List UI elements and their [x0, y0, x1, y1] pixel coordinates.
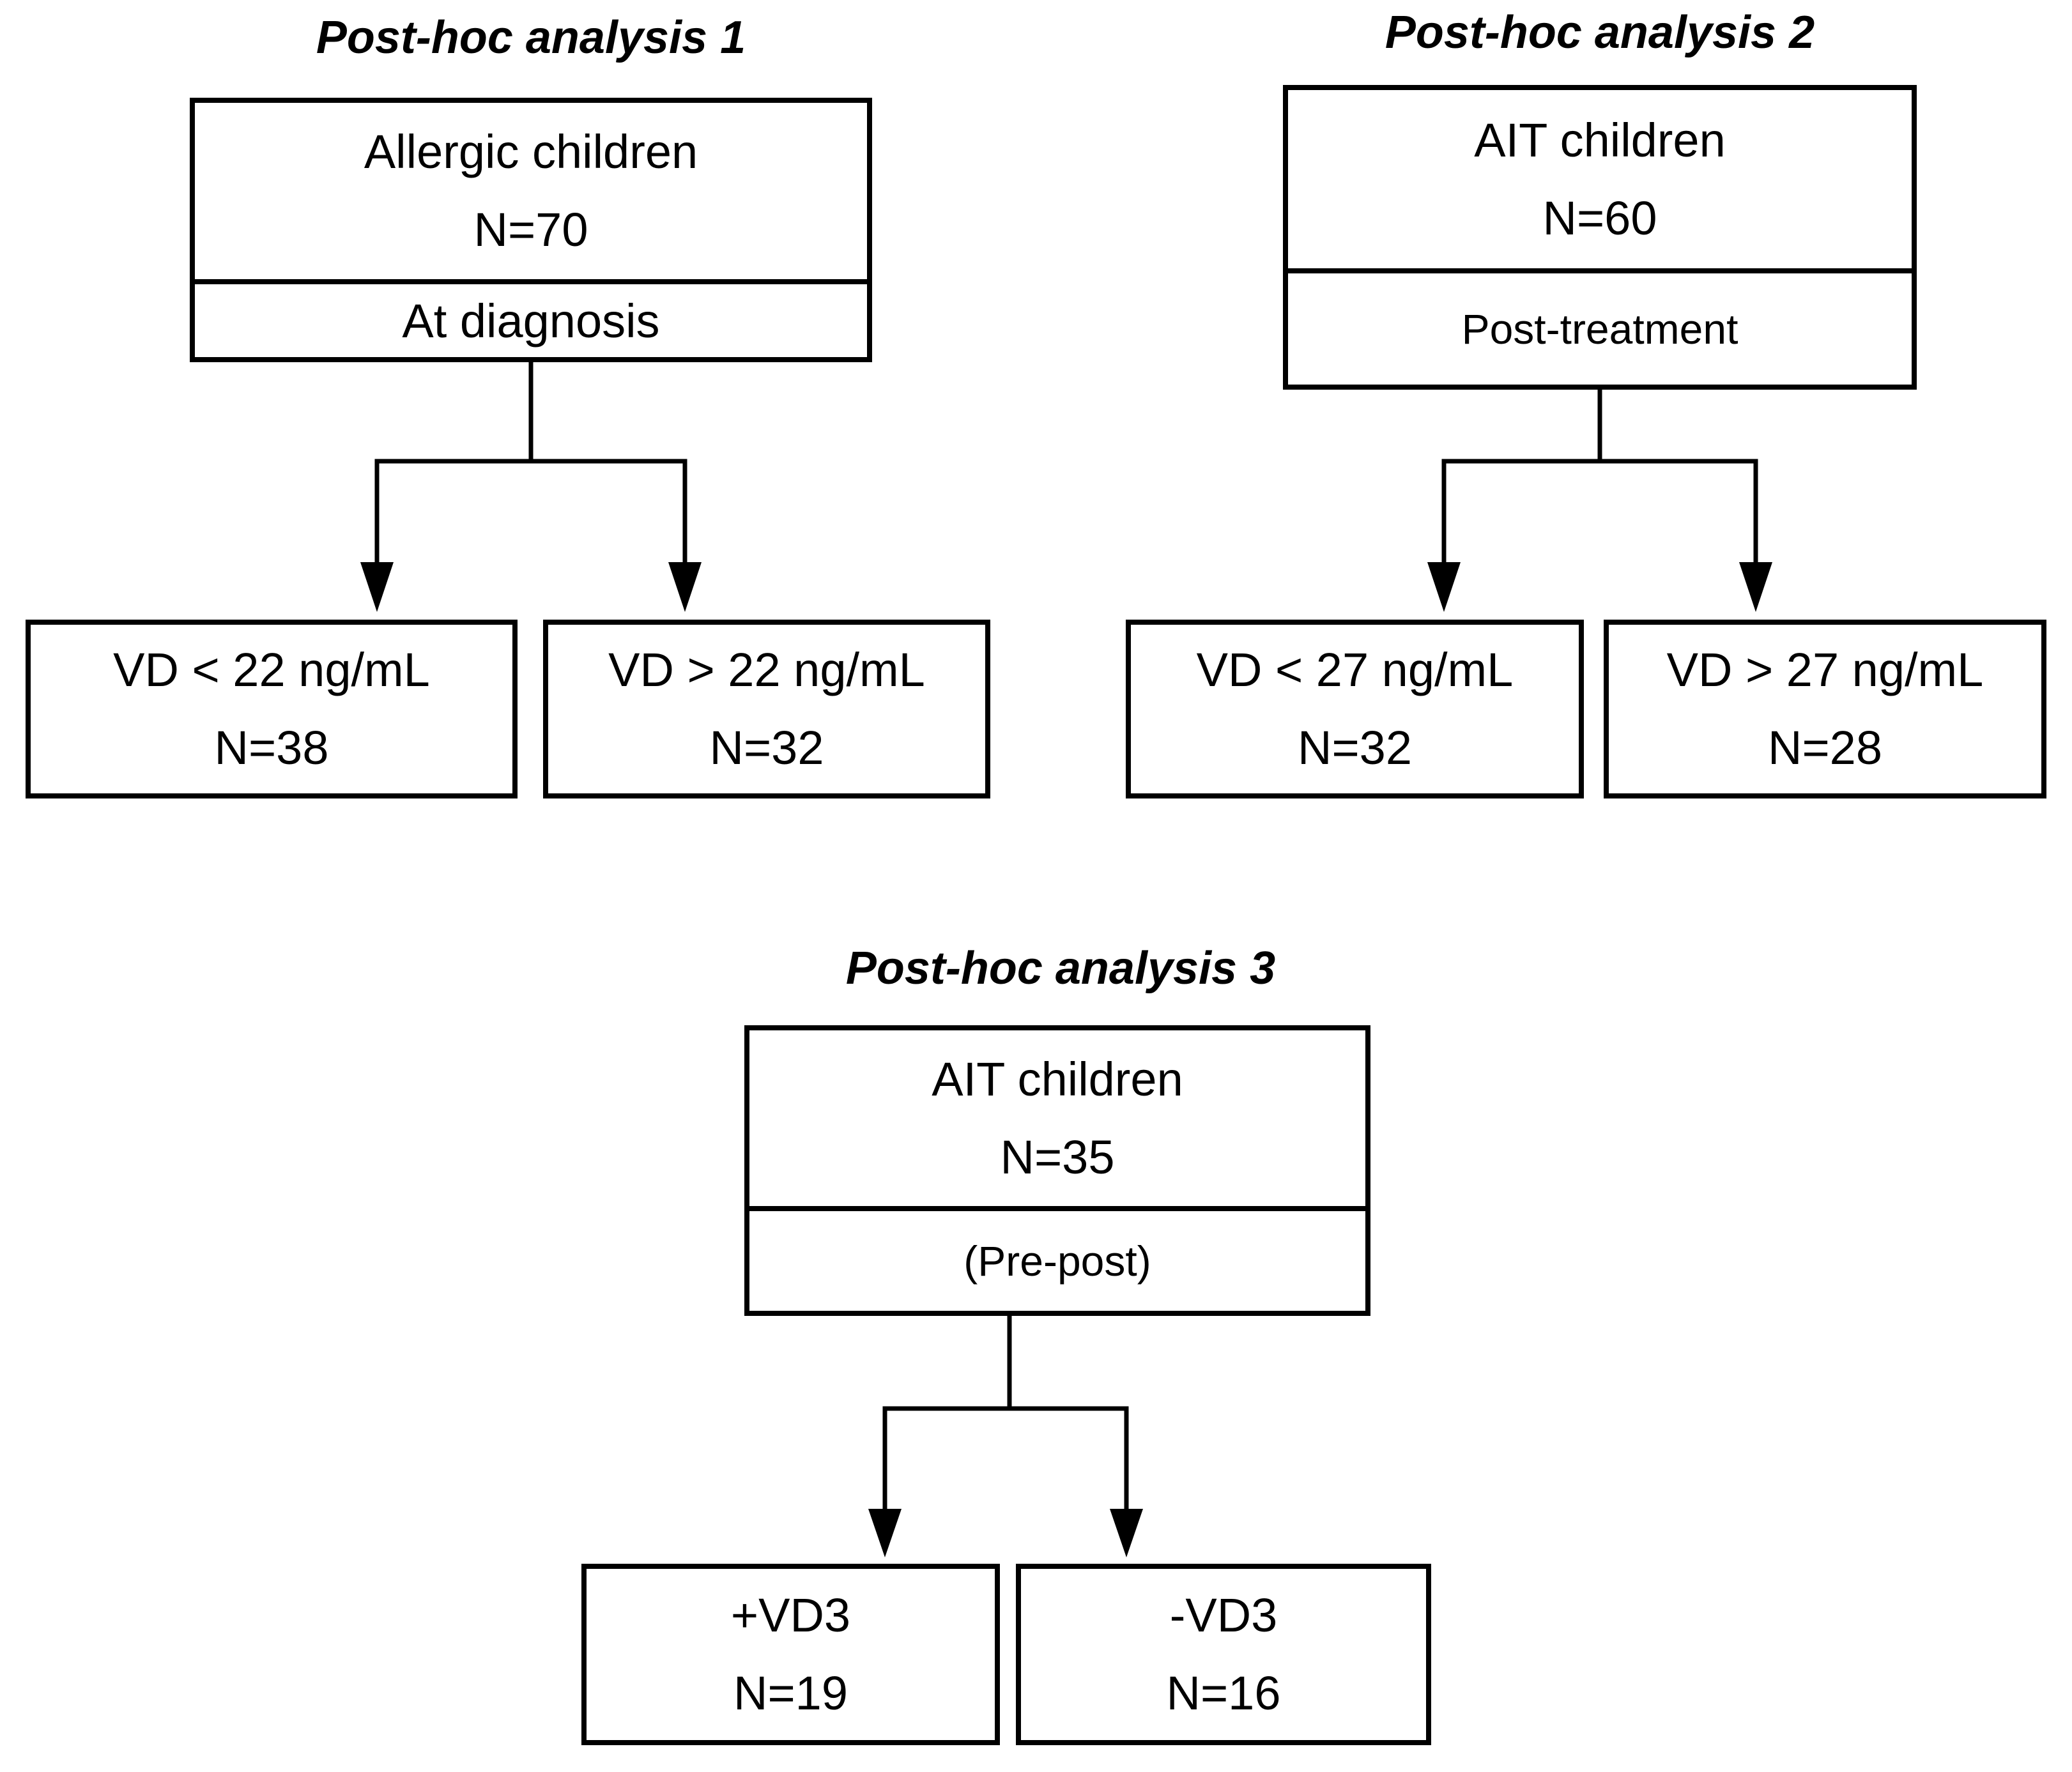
- analysis-3-root-box: AIT children N=35 (Pre-post): [744, 1025, 1370, 1316]
- analysis-3-right-leaf-box: -VD3 N=16: [1016, 1564, 1431, 1745]
- analysis-1-right-leaf-box: VD > 22 ng/mL N=32: [543, 620, 990, 798]
- analysis-3-right-leaf-count: N=16: [1166, 1667, 1281, 1720]
- analysis-3-left-leaf-box: +VD3 N=19: [581, 1564, 1000, 1745]
- analysis-1-stage-label: At diagnosis: [402, 294, 660, 348]
- analysis-3-left-arrowhead-icon: [868, 1509, 902, 1557]
- analysis-3-stage-label: (Pre-post): [963, 1237, 1151, 1285]
- analysis-1-left-leaf-box: VD < 22 ng/mL N=38: [26, 620, 518, 798]
- analysis-2-left-leaf-count: N=32: [1298, 721, 1412, 774]
- analysis-1-title: Post-hoc analysis 1: [316, 12, 746, 63]
- analysis-2-left-arrowhead-icon: [1427, 562, 1461, 612]
- analysis-2-right-arrowhead-icon: [1739, 562, 1772, 612]
- analysis-2-right-leaf-count: N=28: [1768, 721, 1882, 774]
- analysis-1-root-count: N=70: [473, 203, 588, 256]
- analysis-1-left-leaf-label: VD < 22 ng/mL: [113, 643, 430, 696]
- analysis-1-right-leaf-count: N=32: [709, 721, 824, 774]
- analysis-3-root-compartment: AIT children N=35: [749, 1030, 1365, 1211]
- analysis-2-stage-label: Post-treatment: [1461, 305, 1738, 353]
- analysis-3-title: Post-hoc analysis 3: [845, 943, 1276, 994]
- analysis-2-root-label: AIT children: [1474, 113, 1726, 167]
- analysis-2-right-leaf-box: VD > 27 ng/mL N=28: [1604, 620, 2046, 798]
- analysis-1-left-arrowhead-icon: [360, 562, 394, 612]
- analysis-1-root-box: Allergic children N=70 At diagnosis: [190, 98, 872, 362]
- analysis-2-left-leaf-label: VD < 27 ng/mL: [1196, 643, 1514, 696]
- analysis-2-root-compartment: AIT children N=60: [1288, 90, 1912, 273]
- analysis-3-left-leaf-label: +VD3: [730, 1589, 851, 1642]
- analysis-3-root-count: N=35: [1000, 1130, 1115, 1184]
- analysis-2-stage-compartment: Post-treatment: [1288, 273, 1912, 385]
- analysis-1-stage-compartment: At diagnosis: [195, 284, 867, 357]
- analysis-1-branch-line: [374, 459, 687, 567]
- analysis-2-root-box: AIT children N=60 Post-treatment: [1283, 85, 1917, 390]
- analysis-2-left-leaf-box: VD < 27 ng/mL N=32: [1126, 620, 1584, 798]
- analysis-3-root-label: AIT children: [932, 1052, 1183, 1106]
- analysis-2-title: Post-hoc analysis 2: [1385, 7, 1815, 58]
- analysis-3-stage-compartment: (Pre-post): [749, 1211, 1365, 1311]
- analysis-3-right-arrowhead-icon: [1110, 1509, 1143, 1557]
- analysis-3-branch-line: [882, 1406, 1129, 1513]
- analysis-2-right-leaf-label: VD > 27 ng/mL: [1666, 643, 1984, 696]
- analysis-2-branch-line: [1441, 459, 1758, 567]
- analysis-1-root-compartment: Allergic children N=70: [195, 103, 867, 284]
- analysis-1-right-leaf-label: VD > 22 ng/mL: [608, 643, 925, 696]
- analysis-3-right-leaf-label: -VD3: [1169, 1589, 1278, 1642]
- analysis-1-left-leaf-count: N=38: [214, 721, 329, 774]
- analysis-1-right-arrowhead-icon: [668, 562, 702, 612]
- analysis-1-root-label: Allergic children: [364, 125, 698, 178]
- analysis-3-left-leaf-count: N=19: [733, 1667, 848, 1720]
- analysis-2-root-count: N=60: [1542, 191, 1657, 245]
